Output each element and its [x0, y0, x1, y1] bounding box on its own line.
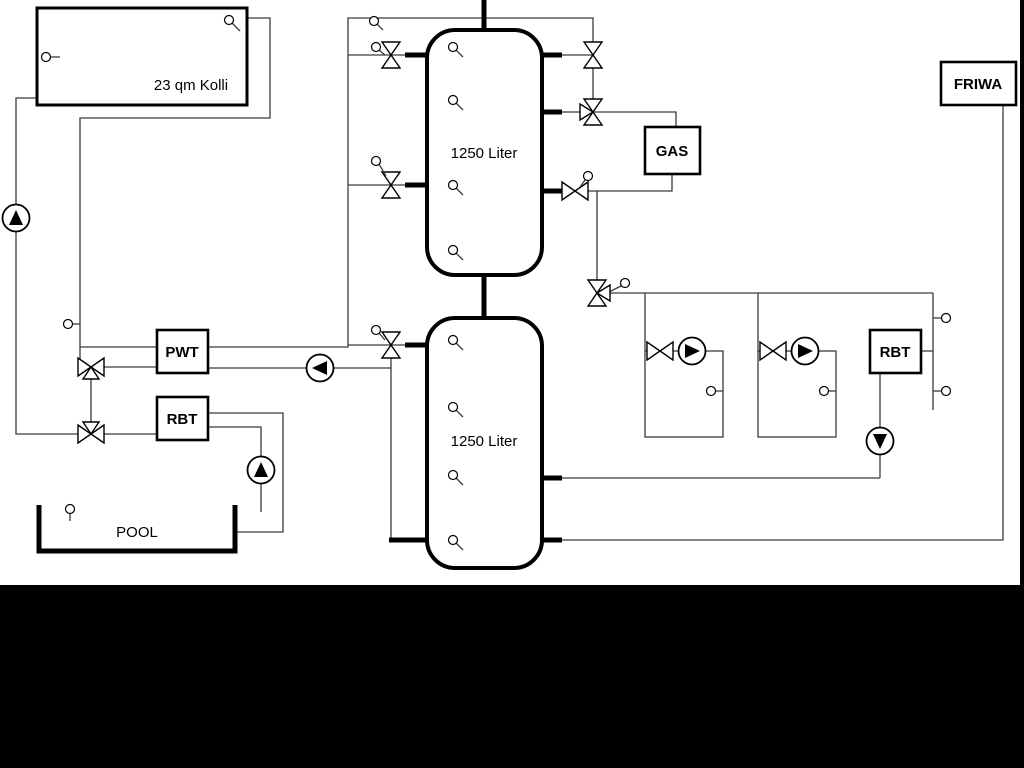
rbt-right-label: RBT: [880, 344, 911, 361]
solar-collector-outline: [35, 6, 249, 107]
distribution-3way-valve-icon: [586, 279, 611, 307]
tank1-top-right-valve-icon: [582, 41, 604, 69]
sensor-icon: [447, 469, 464, 486]
pool-basin: POOL: [36, 505, 238, 554]
rbt-right-box: RBT: [868, 328, 923, 375]
bottom-black-panel: [0, 585, 1024, 768]
pool-outline: [36, 505, 238, 554]
pwt-charge-pump-icon: [305, 353, 335, 383]
pipe: [79, 17, 271, 367]
sensor-icon: [818, 385, 836, 397]
buffer-tank-bottom: 1250 Liter: [425, 316, 544, 570]
pipe: [562, 111, 677, 127]
pwt-label: PWT: [165, 344, 198, 361]
gas-supply-valve-icon: [579, 98, 604, 126]
heating-circuit-valve-2-icon: [759, 340, 787, 362]
buffer-tank-top-label: 1250 Liter: [451, 145, 518, 162]
sensor-icon: [447, 179, 464, 196]
collector-return-valve-icon: [77, 421, 105, 445]
friwa-label: FRIWA: [954, 76, 1002, 93]
heating-circuit-pump-2-icon: [790, 336, 820, 366]
friwa-box: FRIWA: [939, 60, 1018, 107]
pipe: [208, 412, 284, 533]
sensor-icon: [933, 385, 952, 397]
sensor-icon: [40, 51, 60, 63]
sensor-icon: [447, 334, 464, 351]
heating-circuit-valve-1-icon: [646, 340, 674, 362]
rbt-left-label: RBT: [167, 411, 198, 428]
rbt-right-outline: [868, 328, 923, 375]
sensor-icon: [223, 14, 241, 32]
friwa-outline: [939, 60, 1018, 107]
rbt-left-box: RBT: [155, 395, 210, 442]
collector-mix-valve-icon: [77, 356, 105, 380]
sensor-icon: [370, 155, 387, 177]
buffer-tank-top: 1250 Liter: [425, 28, 544, 277]
gas-boiler-outline: [643, 125, 702, 176]
pool-label: POOL: [116, 524, 158, 541]
rbt-circulation-pump-icon: [865, 426, 895, 456]
pipe: [562, 174, 673, 192]
pwt-outline: [155, 328, 210, 375]
sensor-icon: [933, 312, 952, 324]
pipe: [562, 105, 1004, 541]
pwt-box: PWT: [155, 328, 210, 375]
gas-boiler-label: GAS: [656, 143, 689, 160]
sensor-icon: [370, 41, 386, 56]
sensor-icon: [579, 170, 594, 188]
sensor-icon: [447, 401, 464, 418]
gas-boiler-box: GAS: [643, 125, 702, 176]
sensor-icon: [447, 244, 464, 261]
sensor-icon: [62, 318, 80, 330]
sensors: [40, 14, 952, 551]
pool-pump-icon: [246, 455, 276, 485]
right-black-edge: [1020, 0, 1024, 768]
sensor-icon: [608, 277, 631, 293]
tank2-left-valve-icon: [380, 331, 402, 359]
tank-port-stubs: [389, 0, 562, 543]
sensor-icon: [447, 534, 464, 551]
collector-pump-icon: [1, 203, 31, 233]
sensor-icon: [368, 15, 384, 31]
buffer-tank-bottom-label: 1250 Liter: [451, 433, 518, 450]
gas-return-valve-icon: [561, 180, 589, 202]
tank1-top-left-valve-icon: [380, 41, 402, 69]
sensor-icon: [64, 503, 76, 521]
sensor-icon: [447, 41, 464, 58]
sensor-icon: [447, 94, 464, 111]
sensor-icon: [370, 324, 386, 341]
tank1-mid-left-valve-icon: [380, 171, 402, 199]
rbt-left-outline: [155, 395, 210, 442]
solar-collector-box: 23 qm Kolli: [35, 6, 249, 107]
solar-collector-label: 23 qm Kolli: [154, 77, 228, 94]
sensor-icon: [705, 385, 723, 397]
heating-circuit-pump-1-icon: [677, 336, 707, 366]
